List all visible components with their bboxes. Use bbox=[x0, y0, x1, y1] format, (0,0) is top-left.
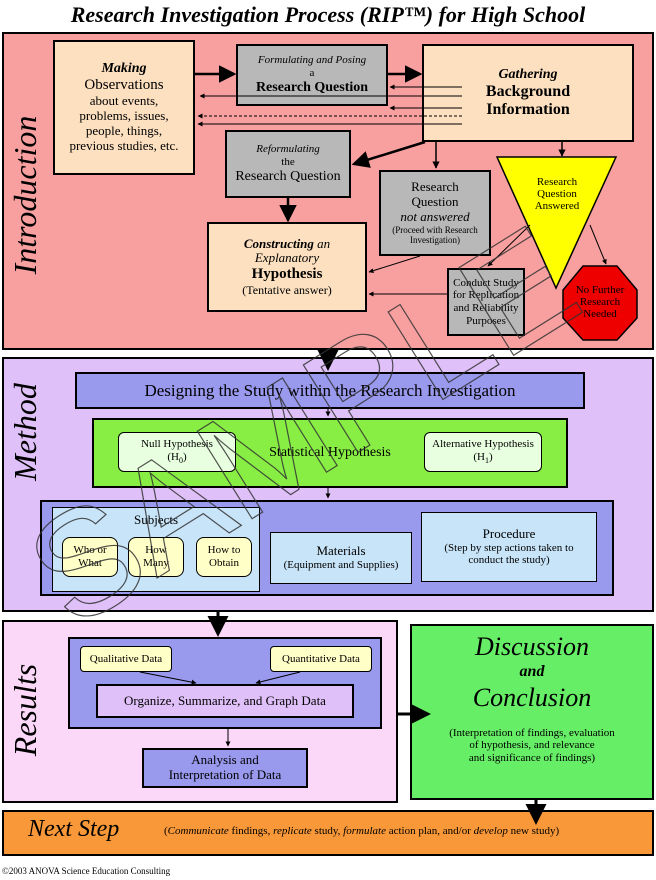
replication-box: Conduct Study for Replication and Reliab… bbox=[447, 268, 525, 336]
alternative-hypothesis-box: Alternative Hypothesis (H1) bbox=[424, 432, 542, 472]
next-step-section bbox=[2, 810, 654, 856]
materials-box: Materials (Equipment and Supplies) bbox=[270, 532, 412, 584]
null-hypothesis-box: Null Hypothesis (H0) bbox=[118, 432, 236, 472]
next-step-description: (Communicate findings, replicate study, … bbox=[164, 825, 560, 837]
copyright: ©2003 ANOVA Science Education Consulting bbox=[2, 866, 171, 876]
qualitative-data-box: Qualitative Data bbox=[80, 646, 172, 672]
quantitative-data-box: Quantitative Data bbox=[270, 646, 372, 672]
method-label: Method bbox=[7, 383, 43, 481]
analysis-box: Analysis and Interpretation of Data bbox=[142, 748, 308, 788]
discussion-box: Discussion and Conclusion (Interpretatio… bbox=[410, 624, 654, 800]
observations-box: Making Observations about events, proble… bbox=[53, 40, 195, 175]
organize-data-box: Organize, Summarize, and Graph Data bbox=[96, 684, 354, 718]
page-title: Research Investigation Process (RIP™) fo… bbox=[70, 2, 586, 27]
who-or-what-box: Who or What bbox=[62, 537, 118, 577]
designing-box: Designing the Study within the Research … bbox=[75, 372, 585, 409]
hypothesis-box: Constructing an Explanatory Hypothesis (… bbox=[207, 222, 367, 312]
no-further-label: No Further Research Needed bbox=[575, 284, 625, 321]
not-answered-box: Research Question not answered (Proceed … bbox=[379, 170, 491, 256]
background-info-box: Gathering Background Information bbox=[422, 44, 634, 142]
procedure-box: Procedure (Step by step actions taken to… bbox=[421, 512, 597, 582]
next-step-label: Next Step bbox=[28, 816, 120, 842]
introduction-label: Introduction bbox=[7, 115, 43, 275]
answered-label: Research Question Answered bbox=[534, 176, 580, 213]
how-to-obtain-box: How to Obtain bbox=[196, 537, 252, 577]
how-many-box: How Many bbox=[128, 537, 184, 577]
posing-question-box: Formulating and Posing a Research Questi… bbox=[236, 44, 388, 106]
reformulating-box: Reformulating the Research Question bbox=[225, 130, 351, 198]
results-label: Results bbox=[7, 663, 43, 757]
